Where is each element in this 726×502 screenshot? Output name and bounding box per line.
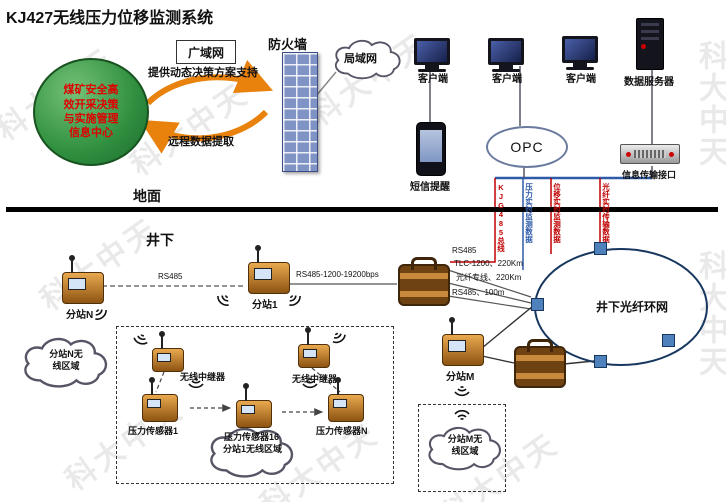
station-n-device — [62, 255, 104, 304]
sensor-1-label: 压力传感器1 — [128, 426, 179, 436]
phone-icon — [416, 122, 446, 176]
repeater-device — [298, 327, 330, 368]
underground-label: 井下 — [146, 232, 174, 248]
server-label: 数据服务器 — [624, 77, 674, 88]
ring-node-icon — [531, 298, 544, 311]
wifi-signal-icon — [454, 409, 470, 421]
zone-n-label: 分站N无 线区域 — [49, 349, 83, 371]
tlc-link-label: TLC-1200、220Km — [454, 259, 523, 268]
rs485-right-label: RS485 — [452, 246, 477, 255]
station-1-label: 分站1 — [252, 300, 278, 311]
sensor-device — [236, 383, 272, 428]
station-m-device — [442, 317, 484, 366]
portable-terminal-icon — [398, 257, 450, 306]
rs485-label: RS485 — [158, 272, 183, 281]
data-server-icon — [636, 18, 664, 70]
opc-node: OPC — [486, 126, 568, 168]
ring-node-icon — [662, 334, 675, 347]
rs485-bus-label: RS485-1200-19200bps — [296, 270, 379, 279]
link-label-fiber: 光纤实时传输数据 — [601, 183, 611, 243]
firewall-icon — [282, 52, 318, 172]
page-title: KJ427无线压力位移监测系统 — [6, 10, 214, 27]
repeater-label: 无线中继器 — [180, 372, 226, 382]
repeater-device — [152, 331, 184, 372]
fiber-ring-label: 井下光纤环网 — [596, 300, 669, 314]
sensor-n-label: 压力传感器N — [316, 426, 368, 436]
wifi-signal-icon — [332, 332, 346, 344]
surface-label: 地面 — [133, 188, 161, 204]
sms-label: 短信提醒 — [410, 182, 450, 193]
ground-divider — [6, 207, 718, 212]
wifi-signal-icon — [289, 295, 301, 306]
zone-1-boundary — [116, 326, 394, 484]
interface-label: 信息传输接口 — [622, 170, 677, 180]
firewall-label: 防火墙 — [268, 37, 308, 52]
station-1-device — [248, 245, 290, 294]
info-center-ellipse: 煤矿安全高 效开采决策 与实施管理 信息中心 — [33, 58, 149, 166]
client-computer-icon — [414, 38, 450, 72]
wifi-signal-icon — [302, 377, 318, 389]
link-label-displacement: 位移实时监测数据 — [552, 183, 562, 243]
sensor-16-label: 压力传感器16 — [224, 432, 280, 442]
station-m-label: 分站M — [446, 372, 475, 383]
sensor-device — [142, 377, 178, 422]
arrow-top-label: 提供动态决策方案支持 — [148, 67, 258, 79]
portable-terminal-icon — [514, 339, 566, 388]
rs485-100m-label: RS485、100m — [452, 288, 505, 297]
ring-node-icon — [594, 355, 607, 368]
wifi-signal-icon — [133, 334, 148, 345]
sensor-device — [328, 377, 364, 422]
arrow-bottom-label: 远程数据提取 — [168, 136, 234, 148]
wifi-signal-icon — [217, 295, 229, 306]
wifi-signal-icon — [95, 309, 107, 320]
repeater-label: 无线中继器 — [292, 374, 338, 384]
client-label: 客户端 — [492, 74, 522, 85]
watermark: 科大中天 — [694, 40, 726, 168]
link-label-pressure: 压力实时监测数据 — [524, 183, 534, 243]
zone-m-boundary — [418, 404, 506, 492]
fiber-link-label: 光纤专线、220Km — [456, 273, 522, 282]
wifi-signal-icon — [188, 377, 204, 389]
wan-box: 广域网 — [176, 40, 236, 64]
wifi-signal-icon — [454, 385, 470, 397]
lan-label: 局域网 — [344, 53, 377, 65]
transmission-interface-icon — [620, 144, 680, 164]
zone-m-label: 分站M无 线区域 — [447, 434, 483, 456]
zone-1-label: 分站1无线区域 — [222, 444, 282, 454]
client-computer-icon — [488, 38, 524, 72]
client-label: 客户端 — [418, 74, 448, 85]
station-n-label: 分站N — [66, 310, 94, 321]
client-computer-icon — [562, 36, 598, 70]
client-label: 客户端 — [566, 74, 596, 85]
link-label-kjg485: KJG485总线 — [496, 183, 506, 252]
ring-node-icon — [594, 242, 607, 255]
